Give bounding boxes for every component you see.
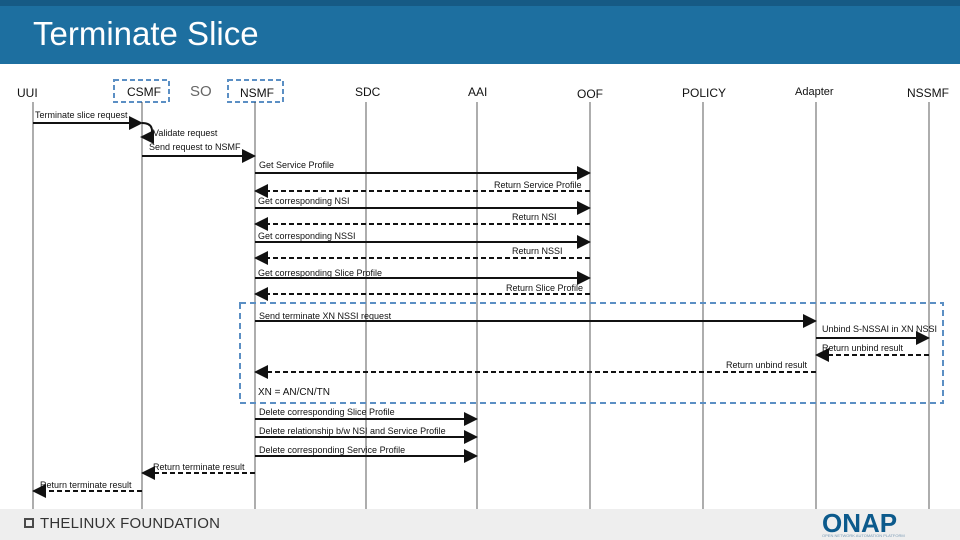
msg-return-nssi: Return NSSI bbox=[512, 246, 563, 256]
msg-delete-relationship: Delete relationship b/w NSI and Service … bbox=[259, 426, 446, 436]
actor-uui: UUI bbox=[17, 86, 38, 100]
msg-delete-slice-profile: Delete corresponding Slice Profile bbox=[259, 407, 395, 417]
onap-tagline: OPEN NETWORK AUTOMATION PLATFORM bbox=[822, 533, 905, 538]
actor-policy: POLICY bbox=[682, 86, 727, 100]
actor-csmf: CSMF bbox=[127, 85, 161, 99]
msg-unbind-snssai: Unbind S-NSSAI in XN NSSI bbox=[822, 324, 938, 334]
actor-sdc: SDC bbox=[355, 85, 381, 99]
msg-get-service-profile: Get Service Profile bbox=[259, 160, 335, 170]
footer-bar bbox=[0, 509, 960, 540]
msg-delete-service-profile: Delete corresponding Service Profile bbox=[259, 445, 406, 455]
actor-nsmf: NSMF bbox=[240, 86, 274, 100]
msg-return-slice-profile: Return Slice Profile bbox=[506, 283, 584, 293]
actor-nssmf: NSSMF bbox=[907, 86, 949, 100]
slide-title: Terminate Slice bbox=[33, 15, 259, 52]
onap-logo: ONAP bbox=[822, 508, 898, 538]
msg-validate-request: Validate request bbox=[153, 128, 218, 138]
msg-get-nssi: Get corresponding NSSI bbox=[258, 231, 356, 241]
msg-return-unbind-result-1: Return unbind result bbox=[822, 343, 904, 353]
nsmf-box bbox=[227, 79, 284, 103]
msg-return-nsi: Return NSI bbox=[512, 212, 557, 222]
msg-terminate-slice-request: Terminate slice request bbox=[35, 110, 128, 120]
actor-adapter: Adapter bbox=[795, 86, 834, 98]
msg-get-nsi: Get corresponding NSI bbox=[258, 196, 350, 206]
xn-loop-frame bbox=[239, 302, 944, 404]
msg-return-terminate-result-2: Return terminate result bbox=[40, 480, 132, 490]
msg-return-unbind-result-2: Return unbind result bbox=[726, 360, 808, 370]
msg-xn-note: XN = AN/CN/TN bbox=[258, 387, 330, 398]
actor-oof: OOF bbox=[577, 87, 603, 101]
msg-send-request-to-nsmf: Send request to NSMF bbox=[149, 142, 241, 152]
msg-return-terminate-result-1: Return terminate result bbox=[153, 462, 245, 472]
arrow-validate-request bbox=[140, 122, 155, 144]
actor-so: SO bbox=[190, 83, 212, 100]
csmf-box bbox=[113, 79, 170, 103]
title-bar-accent bbox=[0, 0, 960, 6]
msg-return-service-profile: Return Service Profile bbox=[494, 180, 582, 190]
msg-get-slice-profile: Get corresponding Slice Profile bbox=[258, 268, 383, 278]
actor-aai: AAI bbox=[468, 85, 488, 99]
msg-send-terminate-xn-nssi: Send terminate XN NSSI request bbox=[259, 311, 392, 321]
linux-foundation-logo: THELINUX FOUNDATION bbox=[40, 515, 221, 532]
linux-foundation-icon bbox=[24, 518, 34, 528]
title-bar bbox=[0, 0, 960, 64]
